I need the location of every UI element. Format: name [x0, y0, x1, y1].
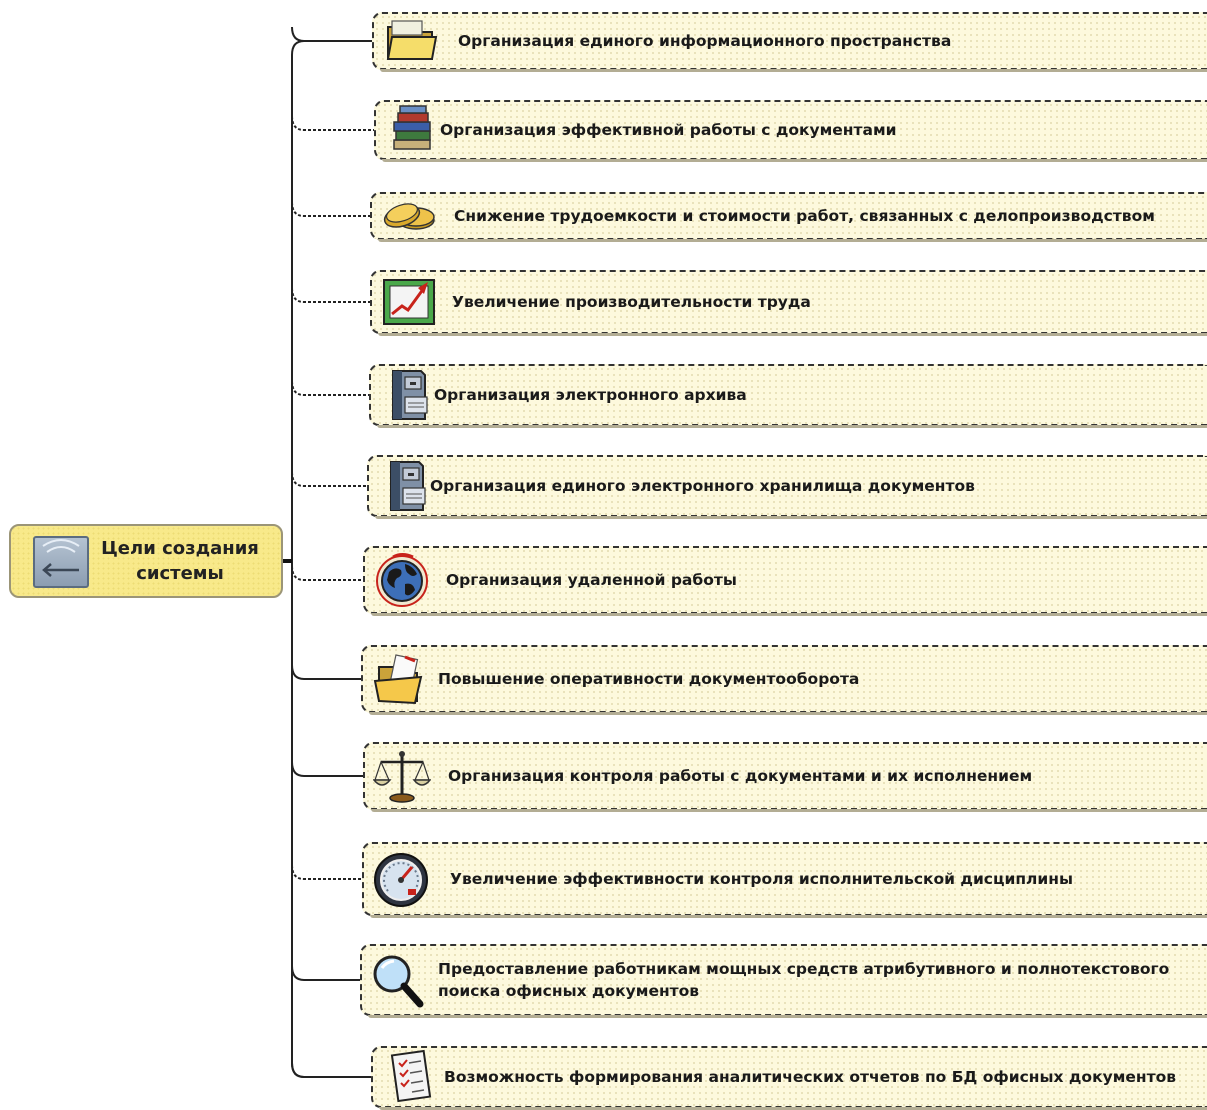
- goal-label: Организация контроля работы с документам…: [448, 767, 1033, 785]
- magnifier-icon: [370, 952, 428, 1008]
- goal-node[interactable]: Организация контроля работы с документам…: [363, 742, 1207, 812]
- trunk-line: [291, 40, 305, 1078]
- folder-icon: [382, 13, 440, 69]
- goal-label: Организация единого информационного прос…: [458, 32, 952, 50]
- coins-icon: [380, 188, 438, 244]
- branch-line: [291, 287, 370, 303]
- growth-chart-icon: [380, 274, 438, 330]
- branch-line: [291, 565, 363, 581]
- goal-node[interactable]: Организация единого электронного хранили…: [367, 455, 1207, 519]
- goal-label: Организация удаленной работы: [446, 571, 737, 589]
- branch-line: [291, 965, 360, 981]
- goal-node[interactable]: Организация эффективной работы с докумен…: [374, 100, 1207, 162]
- root-label: Цели создания системы: [101, 538, 259, 584]
- root-node[interactable]: Цели создания системы: [9, 524, 283, 598]
- goal-label: Организация эффективной работы с докумен…: [440, 121, 897, 139]
- branch-line: [291, 761, 363, 777]
- map-topic-icon: [33, 536, 89, 588]
- goal-node[interactable]: Увеличение производительности труда: [370, 270, 1207, 336]
- goal-node[interactable]: Увеличение эффективности контроля исполн…: [362, 842, 1207, 918]
- branch-line: [291, 380, 369, 396]
- file-cabinet-icon: [379, 367, 437, 423]
- goal-label: Организация электронного архива: [434, 386, 747, 404]
- goal-label: Повышение оперативности документооборота: [438, 670, 860, 688]
- checklist-icon: [381, 1049, 439, 1105]
- goal-node[interactable]: Возможность формирования аналитических о…: [371, 1046, 1207, 1110]
- goal-label: Увеличение эффективности контроля исполн…: [450, 870, 1073, 888]
- goal-label: Снижение трудоемкости и стоимости работ,…: [454, 207, 1155, 225]
- goal-node[interactable]: Организация удаленной работы: [363, 546, 1207, 616]
- branch-line: [291, 471, 367, 487]
- globe-icon: [373, 552, 431, 608]
- branch-line: [291, 1062, 371, 1078]
- file-cabinet-icon: [377, 458, 435, 514]
- goal-node[interactable]: Организация электронного архива: [369, 364, 1207, 428]
- goal-label: Увеличение производительности труда: [452, 293, 811, 311]
- books-icon: [384, 102, 442, 158]
- goal-node[interactable]: Организация единого информационного прос…: [372, 12, 1207, 72]
- goal-label: Предоставление работникам мощных средств…: [438, 960, 1170, 1000]
- branch-line: [291, 201, 370, 217]
- branch-line: [291, 664, 361, 680]
- goal-node[interactable]: Повышение оперативности документооборота: [361, 645, 1207, 715]
- gauge-icon: [372, 851, 430, 907]
- branch-line: [291, 864, 362, 880]
- branch-line: [291, 26, 372, 42]
- goal-label: Возможность формирования аналитических о…: [444, 1068, 1177, 1086]
- branch-line: [291, 115, 374, 131]
- goal-node[interactable]: Предоставление работникам мощных средств…: [360, 944, 1207, 1018]
- scales-icon: [372, 748, 432, 804]
- open-folder-icon: [371, 651, 429, 707]
- goal-node[interactable]: Снижение трудоемкости и стоимости работ,…: [370, 192, 1207, 242]
- goal-label: Организация единого электронного хранили…: [430, 477, 975, 495]
